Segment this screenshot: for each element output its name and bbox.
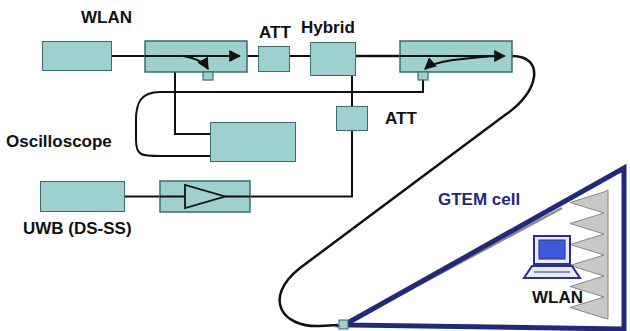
node-label: ATT xyxy=(385,109,417,129)
laptop-drawing xyxy=(522,232,582,284)
signal-source-box: WLAN xyxy=(42,41,112,71)
oscilloscope-box: Oscilloscope xyxy=(210,122,296,162)
gtem-cell: GTEM cellWLAN xyxy=(338,162,628,331)
node-label: Hybrid xyxy=(301,18,355,38)
node-label: WLAN xyxy=(532,288,583,308)
node-label: GTEM cell xyxy=(438,190,520,210)
node-label: WLAN xyxy=(81,8,132,28)
connector xyxy=(280,56,535,326)
node-label: ATT xyxy=(259,23,291,43)
attenuator-box: ATT xyxy=(336,106,368,131)
hybrid-box: Hybrid xyxy=(310,42,356,76)
attenuator-box: ATT xyxy=(258,46,290,72)
node-label: UWB (DS-SS) xyxy=(23,219,132,239)
connector xyxy=(290,55,310,57)
node-label: Oscilloscope xyxy=(6,132,112,152)
directional-coupler xyxy=(400,41,512,80)
uwb-source-box: UWB (DS-SS) xyxy=(40,181,125,212)
connector xyxy=(351,76,353,106)
laptop-icon: WLAN xyxy=(522,232,582,284)
gtem-outline xyxy=(338,162,628,331)
monitor-wire xyxy=(175,72,210,134)
directional-coupler xyxy=(145,41,247,80)
amplifier xyxy=(160,181,250,212)
